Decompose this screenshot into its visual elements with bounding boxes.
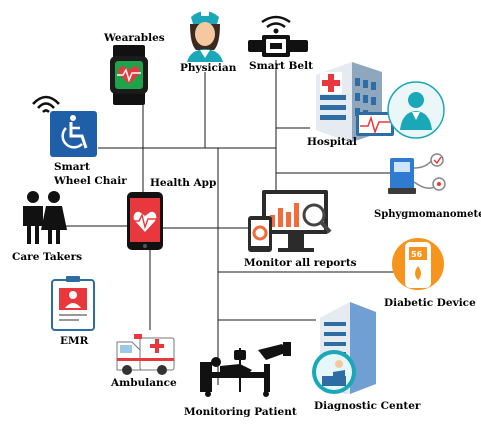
wifi-signal-icon [32, 95, 60, 113]
smart-belt-label: Smart Belt [249, 60, 313, 72]
ambulance-label: Ambulance [110, 377, 177, 389]
physician-icon [187, 11, 223, 62]
emr-icon [51, 276, 95, 331]
monitor-reports-icon [248, 190, 332, 252]
health-app-label: Health App [150, 177, 216, 189]
glucometer-display-value: 56 [411, 250, 423, 259]
diabetic-device-label: Diabetic Device [384, 297, 476, 309]
wheelchair-icon [50, 111, 97, 157]
diagnostic-center-label: Diagnostic Center [314, 400, 421, 412]
sphygmomanometer-label: Sphygmomanometer [374, 209, 481, 220]
ambulance-icon [116, 334, 175, 375]
smart-wheel-chair-label-line2: Wheel Chair [53, 175, 127, 187]
physician-label: Physician [180, 62, 237, 74]
diagnostic-center-icon [312, 302, 376, 394]
smart-wheel-chair-label-line1: Smart [54, 161, 90, 173]
hospital-label: Hospital [307, 136, 357, 148]
connection-lines [65, 60, 395, 385]
monitoring-patient-label: Monitoring Patient [184, 406, 297, 418]
care-takers-icon [23, 191, 67, 244]
smart-belt-icon [248, 15, 308, 57]
hospital-icon [316, 62, 445, 142]
emr-label: EMR [60, 335, 89, 347]
smartwatch-icon [110, 45, 148, 105]
monitor-all-reports-label: Monitor all reports [244, 257, 357, 269]
health-app-phone-icon [127, 192, 163, 250]
wearables-label: Wearables [103, 32, 165, 44]
care-takers-label: Care Takers [12, 251, 82, 263]
monitoring-patient-icon [200, 342, 291, 397]
glucometer-icon: 56 [392, 238, 444, 290]
sphygmomanometer-icon [388, 153, 446, 194]
